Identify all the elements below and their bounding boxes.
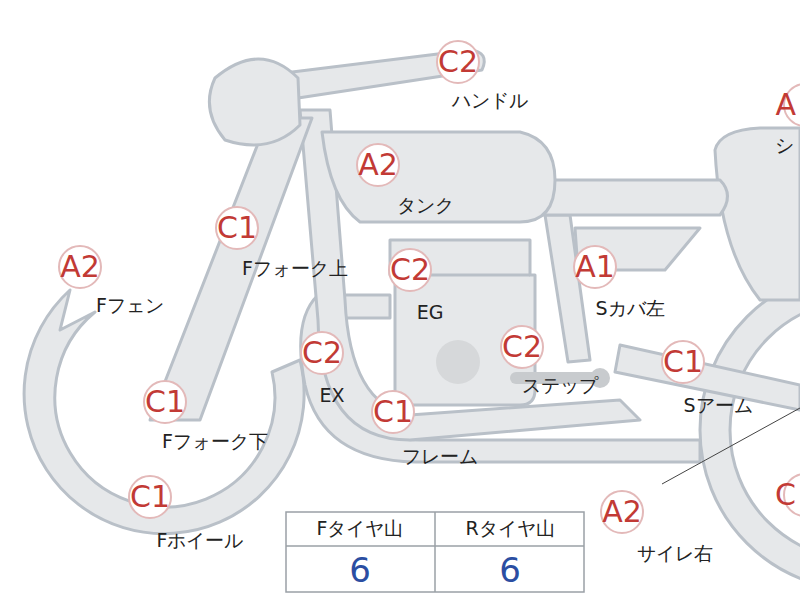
- grade-code: C1: [371, 390, 415, 434]
- part-label: EG: [415, 301, 446, 323]
- grade-code: C1: [661, 340, 705, 384]
- part-label: サイレ右: [635, 542, 715, 564]
- grade-code: A: [783, 83, 800, 127]
- part-label: タンク: [395, 194, 456, 216]
- part-label: Sカバ左: [593, 297, 666, 319]
- frame-tube: [300, 110, 640, 440]
- grade-code: C2: [300, 331, 344, 375]
- fuel-tank: [322, 132, 555, 222]
- tyre-depth-value: 6: [349, 550, 371, 590]
- grade-code: A2: [58, 245, 102, 289]
- part-label: Fホイール: [155, 529, 246, 551]
- part-label: Sアーム: [681, 394, 754, 416]
- front-wheel: [24, 290, 304, 534]
- grade-code-text: C: [775, 477, 796, 512]
- grade-code: C1: [128, 475, 172, 519]
- part-label: フレーム: [400, 445, 480, 467]
- tyre-depth-value: 6: [499, 550, 521, 590]
- engine-cover: [436, 340, 480, 384]
- grade-code: C1: [143, 380, 187, 424]
- grade-code: C: [783, 473, 800, 517]
- grade-code: A2: [356, 143, 400, 187]
- grade-code: C2: [388, 248, 432, 292]
- part-label: ハンドル: [450, 89, 530, 111]
- part-label: EX: [317, 384, 346, 406]
- grade-code-text: A: [775, 87, 796, 122]
- grade-code: C1: [215, 206, 259, 250]
- part-label: Fフェン: [94, 294, 166, 316]
- rear-wheel: [700, 270, 800, 590]
- tyre-table: [286, 512, 584, 592]
- part-label: シ: [773, 134, 796, 156]
- seat: [540, 180, 728, 215]
- rear-body: [715, 128, 800, 300]
- grade-code: A1: [573, 245, 617, 289]
- table-header: Fタイヤ山: [317, 516, 404, 542]
- grade-code: C2: [436, 40, 480, 84]
- table-header: Rタイヤ山: [465, 516, 554, 542]
- headlight: [209, 59, 300, 145]
- grade-code: C2: [500, 325, 544, 369]
- grade-code: A2: [600, 490, 644, 534]
- leader-line: [662, 408, 800, 484]
- part-label: ステップ: [520, 374, 600, 396]
- part-label: Fフォーク下: [160, 430, 270, 452]
- part-label: Fフォーク上: [240, 257, 350, 279]
